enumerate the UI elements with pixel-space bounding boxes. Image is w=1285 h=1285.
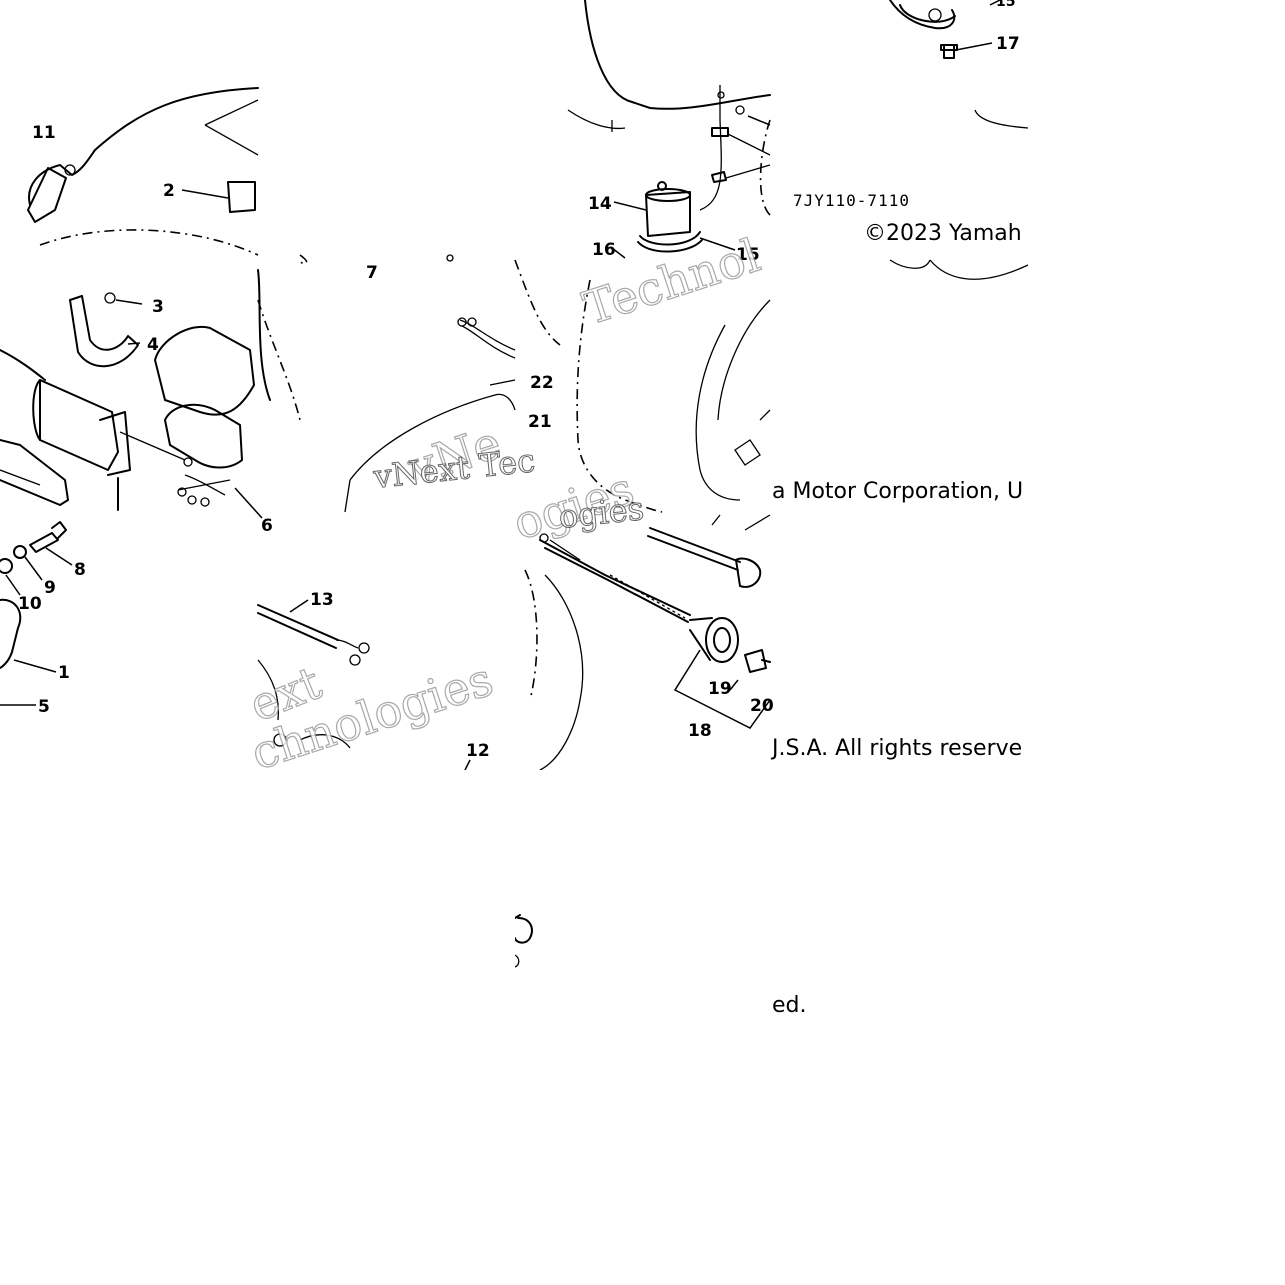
callout-21: 21 — [528, 412, 552, 432]
top-right-tile — [889, 0, 1029, 280]
drawing-code: 7JY110-7110 — [793, 191, 910, 210]
watermark-ogies-2: ogies — [557, 489, 646, 536]
copyright-line-4-visible: ed. — [772, 993, 807, 1018]
watermark-vnext-tec: vNext Tec — [371, 441, 537, 496]
callout-15: 15 — [736, 245, 760, 265]
callout-20: 20 — [750, 696, 774, 716]
callout-5: 5 — [38, 697, 50, 717]
callout-11: 11 — [32, 123, 56, 143]
harness-tile — [524, 533, 771, 771]
wire-tile — [257, 599, 471, 771]
copyright-line-3: J.S.A. All rights reserve — [770, 736, 1022, 761]
callout-17: 17 — [996, 34, 1020, 54]
copyright-text: ©2023 Yamah a Motor Corporation, U J.S.A… — [770, 221, 1023, 1018]
watermark: Technol vNe vNext Tec ogies ogies ext ch… — [241, 227, 767, 781]
lower-fragments — [514, 914, 533, 968]
callout-12: 12 — [466, 741, 490, 761]
callout-19: 19 — [708, 679, 732, 699]
callout-9: 9 — [44, 578, 56, 598]
pump-body-tile — [567, 0, 771, 259]
callout-3: 3 — [152, 297, 164, 317]
callout-labels: 11 2 3 4 6 8 9 10 1 5 7 22 21 13 12 14 1… — [18, 0, 1020, 761]
hose-tile — [257, 254, 561, 513]
callout-18: 18 — [688, 721, 712, 741]
callout-10: 10 — [18, 594, 42, 614]
callout-13: 13 — [310, 590, 334, 610]
callout-15-top: 15 — [996, 0, 1015, 10]
callout-14: 14 — [588, 194, 612, 214]
housing-tile — [576, 279, 771, 588]
ignition-coil-tile — [0, 87, 301, 706]
copyright-line-2: a Motor Corporation, U — [772, 479, 1023, 504]
callout-7: 7 — [366, 263, 378, 283]
callout-4: 4 — [147, 335, 159, 355]
callout-22: 22 — [530, 373, 554, 393]
copyright-line-1: ©2023 Yamah — [864, 221, 1022, 246]
callout-1: 1 — [58, 663, 70, 683]
callout-16: 16 — [592, 240, 616, 260]
callout-6: 6 — [261, 516, 273, 536]
callout-2: 2 — [163, 181, 175, 201]
callout-8: 8 — [74, 560, 86, 580]
